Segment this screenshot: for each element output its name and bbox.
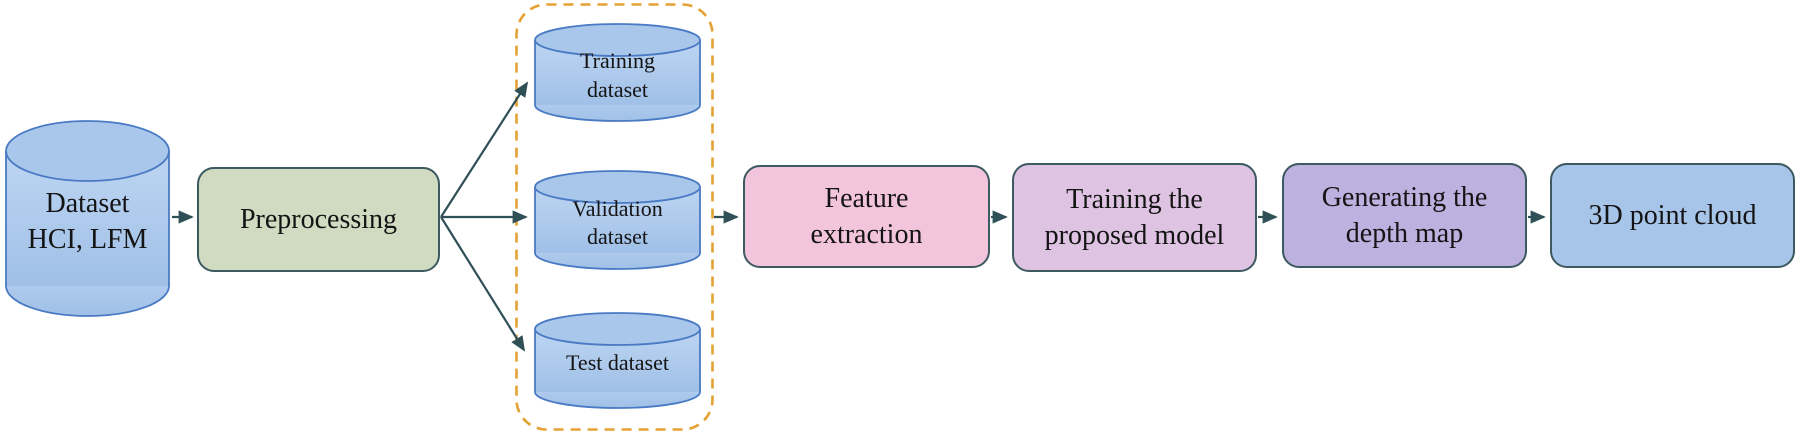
node-preprocessing: Preprocessing [197,167,440,272]
preprocessing-label: Preprocessing [239,203,398,235]
node-depth-map: Generating the depth map [1282,163,1527,268]
node-training-model: Training the proposed model [1012,163,1257,272]
validation-dataset-label: Validation dataset [572,195,663,249]
node-test-dataset: Test dataset [533,312,702,409]
node-point-cloud: 3D point cloud [1550,163,1795,268]
node-feature-extraction: Feature extraction [743,165,990,268]
node-source-dataset: Dataset HCI, LFM [5,120,170,317]
training-dataset-cylinder-shape [534,23,701,122]
feature-extraction-label: Feature extraction [810,182,923,250]
test-dataset-label: Test dataset [566,350,669,376]
training-dataset-label: Training dataset [580,48,655,102]
depth-map-label: Generating the depth map [1321,181,1488,249]
node-validation-dataset: Validation dataset [533,170,702,270]
test-dataset-cylinder-shape [534,312,701,409]
source-dataset-label: Dataset HCI, LFM [27,187,148,255]
arrow-preprocessing-to-test [440,216,525,352]
arrow-preprocessing-to-training [440,81,529,218]
point-cloud-label: 3D point cloud [1588,199,1757,231]
validation-dataset-cylinder-shape [534,170,701,270]
source-dataset-cylinder-shape [5,120,170,317]
node-training-dataset: Training dataset [533,23,702,122]
training-model-label: Training the proposed model [1044,183,1225,251]
